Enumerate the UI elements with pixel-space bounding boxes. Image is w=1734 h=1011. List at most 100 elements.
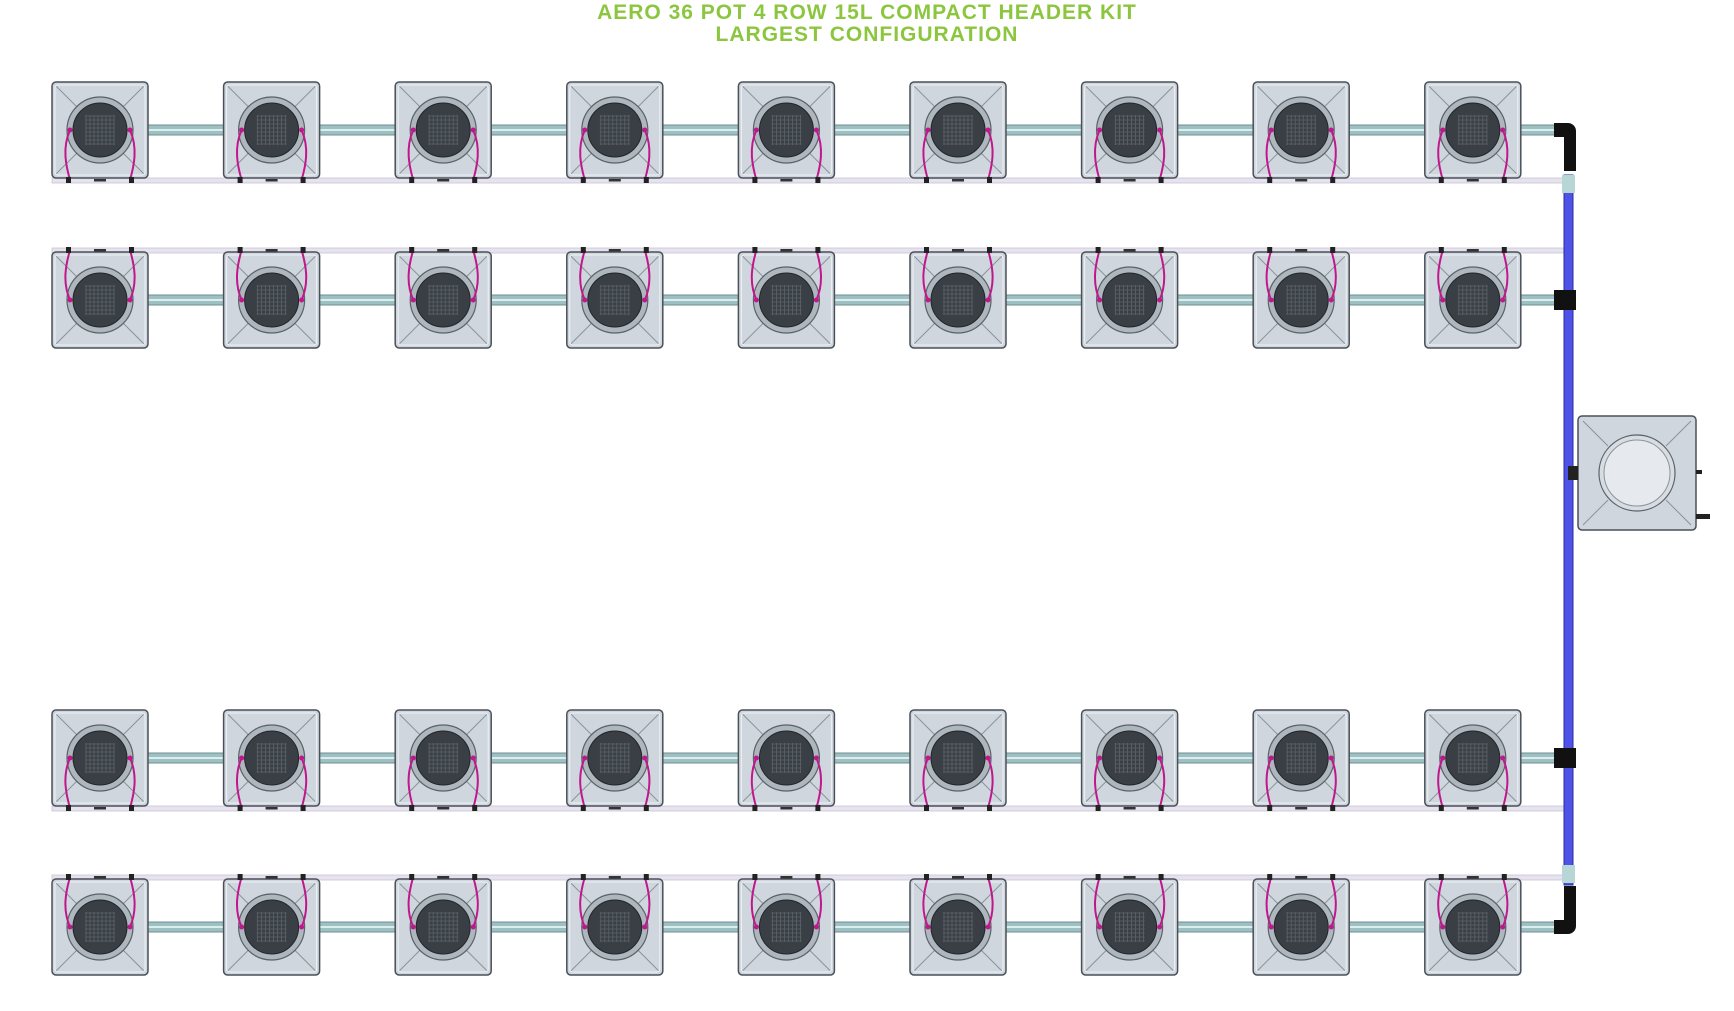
- tube-connector: [924, 177, 929, 183]
- feed-mark: [608, 876, 621, 879]
- drip-emitter: [813, 924, 819, 930]
- pot-basket: [930, 730, 986, 786]
- tee-fitting-icon: [1554, 748, 1576, 768]
- pot-mesh: [771, 285, 802, 315]
- pot-basket: [72, 730, 128, 786]
- drip-emitter: [753, 924, 759, 930]
- drip-tube: [300, 129, 308, 181]
- drip-emitter: [753, 755, 759, 761]
- pot-mesh: [1114, 285, 1145, 315]
- pot-mesh: [943, 285, 973, 315]
- tube-connector: [472, 805, 478, 811]
- tube-connector: [1267, 247, 1273, 253]
- drip-emitter: [239, 127, 245, 133]
- drip-emitter: [410, 297, 416, 303]
- feed-mark: [94, 807, 106, 810]
- pot-basket: [758, 272, 814, 328]
- tube-connector: [1501, 805, 1507, 811]
- drip-tube: [1437, 757, 1444, 809]
- drip-emitter: [1328, 755, 1334, 761]
- tube-connector: [300, 177, 306, 183]
- pot-mesh: [428, 743, 459, 773]
- drip-emitter: [985, 297, 991, 303]
- drip-tube: [1158, 876, 1166, 928]
- pot-rim: [1427, 712, 1519, 804]
- drip-tube: [922, 249, 929, 301]
- tube-connector: [752, 805, 758, 811]
- drip-emitter: [1328, 127, 1334, 133]
- pot-basket: [415, 730, 471, 786]
- drip-emitter: [299, 755, 305, 761]
- reservoir-port: [1696, 470, 1702, 474]
- pot-rim: [912, 881, 1004, 973]
- pot-basket: [1445, 102, 1501, 158]
- drip-tube: [407, 129, 415, 181]
- drip-emitter: [985, 924, 991, 930]
- drip-tube: [750, 876, 758, 928]
- tube-connector: [66, 805, 71, 811]
- tube-connector: [66, 874, 71, 880]
- row-4: [51, 874, 1576, 976]
- drip-tube: [643, 129, 651, 181]
- feed-mark: [1123, 179, 1136, 182]
- drip-tube: [64, 249, 71, 301]
- drip-emitter: [1268, 297, 1274, 303]
- pot-icon: [394, 709, 492, 811]
- pot-rim: [397, 84, 489, 176]
- drip-emitter: [67, 924, 73, 930]
- feed-mark: [608, 807, 621, 810]
- pot-mesh: [1114, 743, 1145, 773]
- tube-connector: [643, 805, 649, 811]
- pot-icon: [51, 81, 149, 183]
- tube-connector: [1438, 874, 1444, 880]
- tube-connector: [1095, 247, 1101, 253]
- pot-rim: [397, 254, 489, 346]
- feed-mark: [94, 179, 106, 182]
- drip-emitter: [642, 755, 648, 761]
- drip-emitter: [753, 127, 759, 133]
- tube-connector: [409, 805, 415, 811]
- tube-connector: [1095, 874, 1101, 880]
- feed-mark: [437, 249, 450, 252]
- pot-mesh: [428, 285, 459, 315]
- pot-mesh: [256, 912, 287, 942]
- pot-icon: [394, 81, 492, 183]
- drip-tube: [64, 757, 71, 809]
- tube-connector: [924, 805, 929, 811]
- drip-emitter: [1500, 924, 1506, 930]
- drip-tube: [236, 129, 243, 181]
- drip-tube: [1265, 876, 1273, 928]
- drip-emitter: [813, 297, 819, 303]
- title-line-1: AERO 36 POT 4 ROW 15L COMPACT HEADER KIT: [597, 1, 1137, 24]
- pot-bevels: [913, 713, 1003, 803]
- pot-bevels: [570, 85, 660, 175]
- pot-rim: [569, 712, 661, 804]
- drip-tube: [579, 876, 586, 928]
- pot-basket: [758, 730, 814, 786]
- pot-icon: [566, 874, 664, 976]
- pot-rim: [740, 254, 832, 346]
- row-3: [51, 709, 1576, 811]
- drip-tube: [750, 757, 758, 809]
- tube-connector: [1267, 874, 1273, 880]
- tube-connector: [129, 874, 134, 880]
- pot-rim: [226, 881, 318, 973]
- drip-emitter: [925, 297, 931, 303]
- drip-emitter: [1328, 924, 1334, 930]
- drip-emitter: [127, 755, 133, 761]
- pot-rim: [1084, 84, 1176, 176]
- tube-connector: [987, 247, 992, 253]
- feed-mark: [1295, 179, 1308, 182]
- drip-tube: [407, 876, 415, 928]
- drip-emitter: [67, 297, 73, 303]
- pot-basket: [587, 899, 643, 955]
- tube-connector: [1330, 805, 1336, 811]
- drip-tube: [1094, 876, 1101, 928]
- pot-basket: [1273, 272, 1329, 328]
- tube-connector: [752, 874, 758, 880]
- pot-basket: [72, 272, 128, 328]
- pot-rim: [226, 254, 318, 346]
- drip-tube: [300, 249, 308, 301]
- pot-basket: [415, 102, 471, 158]
